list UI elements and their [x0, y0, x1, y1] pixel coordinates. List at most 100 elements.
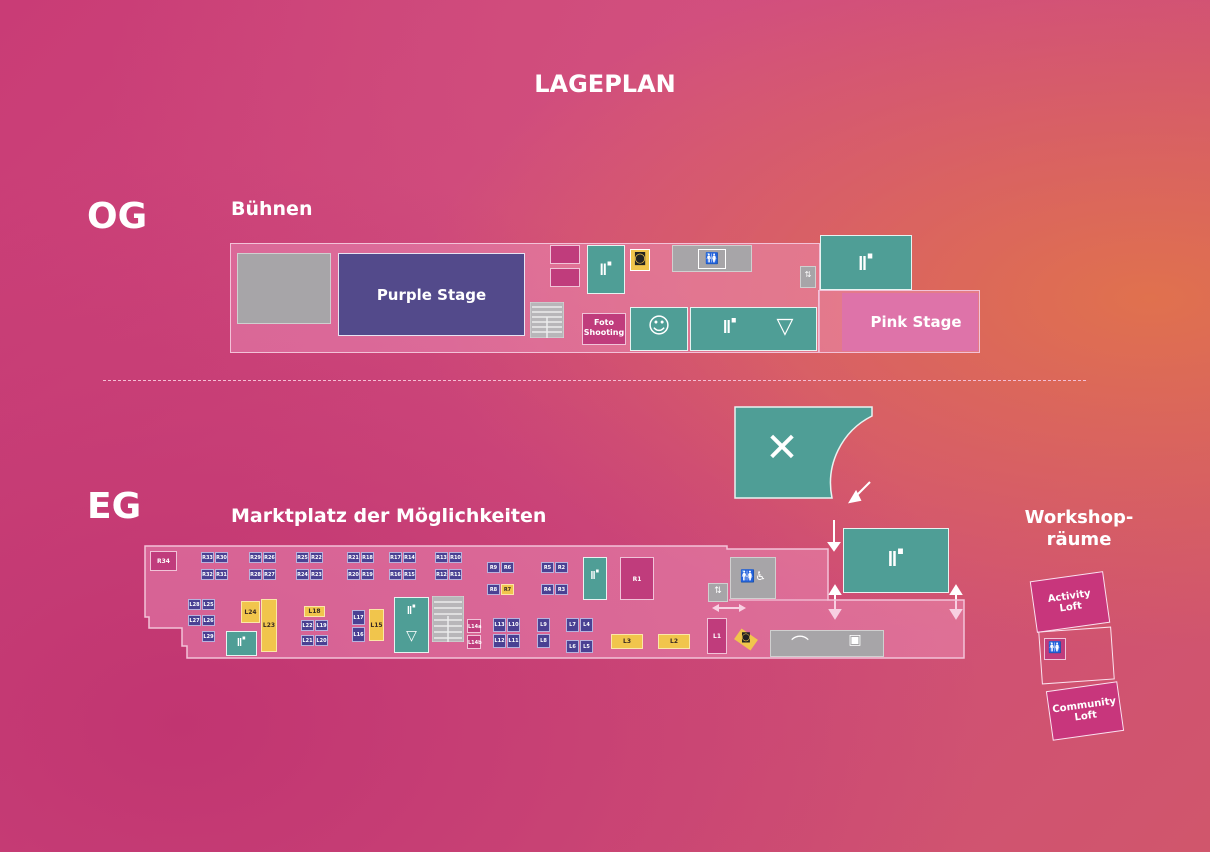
stall-r19[interactable]: R19 [361, 569, 374, 580]
stall-r15[interactable]: R15 [403, 569, 416, 580]
og-cafe-area[interactable] [690, 307, 817, 351]
stall-r34[interactable]: R34 [150, 551, 177, 571]
og-talk-area[interactable] [630, 307, 688, 351]
stall-l11[interactable]: L11 [507, 634, 520, 648]
stall-r3[interactable]: R3 [555, 584, 568, 595]
stall-l9[interactable]: L9 [537, 618, 550, 632]
floor-divider [103, 380, 1086, 381]
stall-l25[interactable]: L25 [202, 599, 215, 610]
stall-r14[interactable]: R14 [403, 552, 416, 563]
stall-r25[interactable]: R25 [296, 552, 309, 563]
foto-shooting-label: Foto Shooting [583, 318, 625, 337]
stall-r11[interactable]: R11 [449, 569, 462, 580]
hanger-icon: ⌒ [791, 635, 809, 656]
stall-l28[interactable]: L28 [188, 599, 201, 610]
restroom-icon: 🚻 [1048, 641, 1062, 654]
stall-r8[interactable]: R8 [487, 584, 500, 595]
stall-l10[interactable]: L10 [507, 618, 520, 632]
stall-r5[interactable]: R5 [541, 562, 554, 573]
seating-icon: ⑈ [407, 602, 416, 618]
stall-r28[interactable]: R28 [249, 569, 262, 580]
stall-r7[interactable]: R7 [501, 584, 514, 595]
stall-l5[interactable]: L5 [580, 640, 593, 653]
stall-r10[interactable]: R10 [449, 552, 462, 563]
stall-l17[interactable]: L17 [352, 610, 365, 625]
og-gray-room [237, 253, 331, 324]
stall-r31[interactable]: R31 [215, 569, 228, 580]
stall-l8[interactable]: L8 [537, 634, 550, 648]
seating-icon: ⑈ [237, 634, 246, 650]
stall-l22[interactable]: L22 [301, 620, 314, 631]
stall-l14a[interactable]: L14a [467, 619, 482, 633]
purple-stage-area[interactable] [338, 253, 525, 336]
stall-l24[interactable]: L24 [241, 601, 260, 623]
stall-l23[interactable]: L23 [261, 599, 277, 652]
stall-l2[interactable]: L2 [658, 634, 690, 649]
og-section-title: Bühnen [231, 198, 313, 220]
foto-shooting-room[interactable] [582, 313, 626, 345]
level-og-label: OG [87, 196, 148, 237]
stall-l15[interactable]: L15 [369, 609, 384, 641]
stall-l26[interactable]: L26 [202, 615, 215, 626]
stall-l4[interactable]: L4 [580, 618, 593, 632]
eg-restroom[interactable] [730, 557, 776, 599]
stall-r4[interactable]: R4 [541, 584, 554, 595]
stall-r13[interactable]: R13 [435, 552, 448, 563]
stall-r12[interactable]: R12 [435, 569, 448, 580]
eg-cloakroom[interactable] [770, 630, 884, 657]
eg-elevator[interactable] [708, 583, 728, 602]
stall-r29[interactable]: R29 [249, 552, 262, 563]
og-seating-area-1[interactable] [587, 245, 625, 294]
stall-r17[interactable]: R17 [389, 552, 402, 563]
restaurant-area[interactable] [734, 406, 874, 499]
stall-l6[interactable]: L6 [566, 640, 579, 653]
stall-l20[interactable]: L20 [315, 635, 328, 646]
stall-r20[interactable]: R20 [347, 569, 360, 580]
elevator-icon: ⇅ [714, 586, 722, 596]
stall-l19[interactable]: L19 [315, 620, 328, 631]
eg-seating-small[interactable] [583, 557, 607, 600]
cutlery-icon: ✕ [765, 425, 799, 471]
stall-r1[interactable]: R1 [620, 557, 654, 600]
stall-l7[interactable]: L7 [566, 618, 579, 632]
community-loft-room[interactable]: Community Loft [1045, 681, 1125, 741]
pink-stage-area[interactable] [842, 293, 978, 351]
stall-l1[interactable]: L1 [707, 618, 727, 654]
stall-l16[interactable]: L16 [352, 627, 365, 642]
activity-loft-room[interactable]: Activity Loft [1029, 571, 1111, 633]
eg-cafe-area[interactable] [394, 597, 429, 653]
stall-r26[interactable]: R26 [263, 552, 276, 563]
og-seating-area-2[interactable] [820, 235, 912, 290]
stall-r32[interactable]: R32 [201, 569, 214, 580]
stall-l14b[interactable]: L14b [467, 635, 482, 649]
stall-l3[interactable]: L3 [611, 634, 643, 649]
stall-r30[interactable]: R30 [215, 552, 228, 563]
stall-r2[interactable]: R2 [555, 562, 568, 573]
camera-icon: ◙ [741, 632, 751, 643]
eg-seating-large[interactable] [843, 528, 949, 593]
stall-r33[interactable]: R33 [201, 552, 214, 563]
stall-l21[interactable]: L21 [301, 635, 314, 646]
stall-r16[interactable]: R16 [389, 569, 402, 580]
og-elevator[interactable] [800, 266, 816, 288]
camera-spot [630, 249, 650, 271]
stall-r18[interactable]: R18 [361, 552, 374, 563]
seating-icon: ⑈ [600, 256, 612, 280]
stall-l27[interactable]: L27 [188, 615, 201, 626]
stall-r27[interactable]: R27 [263, 569, 276, 580]
stall-r6[interactable]: R6 [501, 562, 514, 573]
stall-r22[interactable]: R22 [310, 552, 323, 563]
stall-l18[interactable]: L18 [304, 606, 325, 617]
eg-seating-left[interactable] [226, 631, 257, 656]
stall-l12[interactable]: L12 [493, 634, 506, 648]
workshop-restroom[interactable] [1044, 638, 1066, 660]
level-eg-label: EG [87, 486, 142, 527]
stall-l29[interactable]: L29 [202, 631, 215, 642]
stall-r21[interactable]: R21 [347, 552, 360, 563]
stall-r23[interactable]: R23 [310, 569, 323, 580]
drink-icon: ▽ [406, 628, 417, 644]
stall-r24[interactable]: R24 [296, 569, 309, 580]
speech-icon: ☺ [647, 314, 671, 339]
stall-r9[interactable]: R9 [487, 562, 500, 573]
stall-l13[interactable]: L13 [493, 618, 506, 632]
